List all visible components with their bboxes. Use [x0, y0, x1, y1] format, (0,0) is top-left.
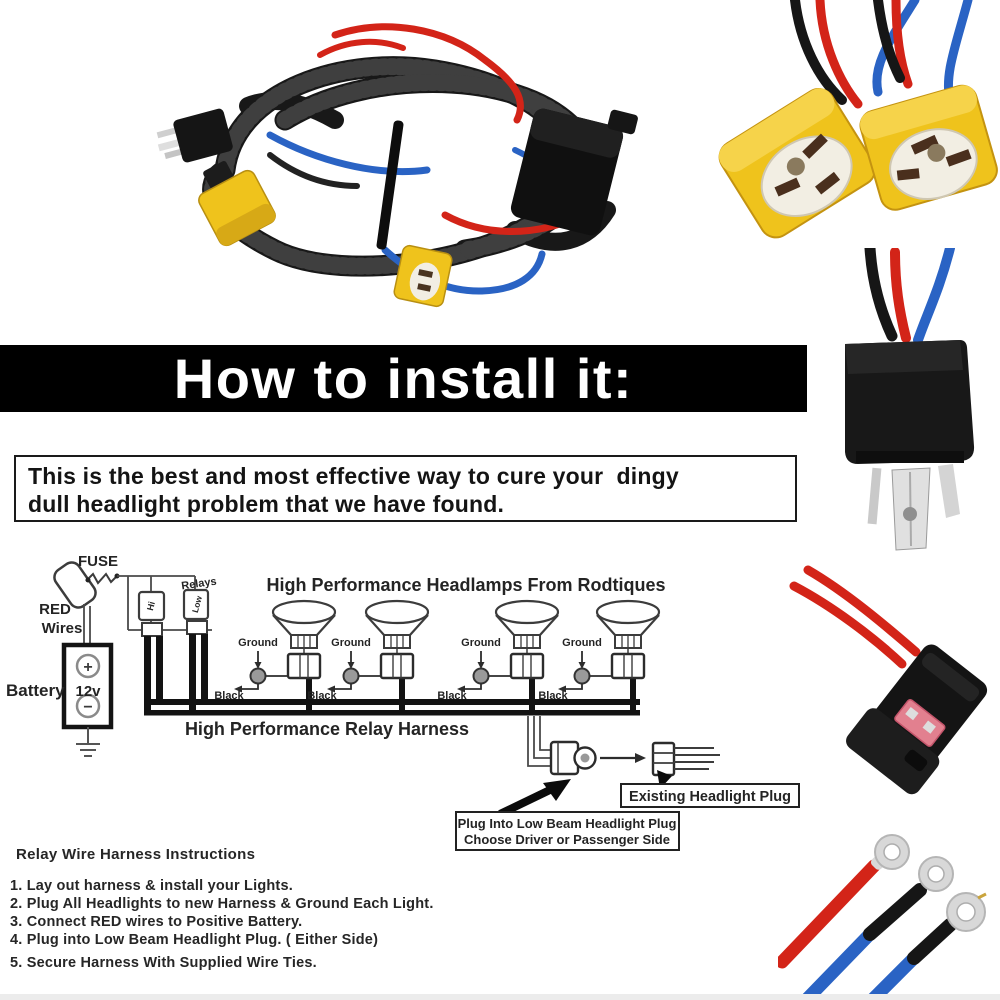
- arrow-to-low-beam-plug: [498, 779, 571, 818]
- ceramic-sockets-photo: [718, 0, 998, 239]
- plug-connection-arrow: [600, 753, 646, 763]
- red-label: RED: [39, 601, 71, 618]
- ground-3: [456, 650, 512, 694]
- headlamp-1: [271, 599, 337, 680]
- headlamps-title: High Performance Headlamps From Rodtique…: [266, 575, 665, 595]
- instructions-title: Relay Wire Harness Instructions: [16, 846, 256, 863]
- ring-terminal-3: [946, 892, 987, 932]
- ground-label-4: Ground: [562, 637, 602, 649]
- h4-plug-photo: [845, 248, 975, 551]
- intro-line-1: This is the best and most effective way …: [28, 463, 679, 489]
- battery-voltage: 12v: [75, 683, 101, 700]
- yellow-socket-bottom: [393, 244, 453, 308]
- ring-terminal-2: [918, 856, 954, 892]
- yellow-socket-left: [198, 161, 276, 247]
- black-label-3: Black: [437, 690, 467, 702]
- headlamp-4: [595, 599, 661, 680]
- ground-1: [233, 650, 289, 694]
- page-bottom-edge: [0, 994, 1000, 1000]
- black-label-2: Black: [307, 690, 337, 702]
- intro-line-2: dull headlight problem that we have foun…: [28, 491, 505, 517]
- existing-plug: [651, 741, 720, 777]
- terminal-wires: [778, 859, 957, 1000]
- ground-label-1: Ground: [238, 637, 278, 649]
- relay-hi-label: Hi: [145, 600, 157, 611]
- black-label-1: Black: [214, 690, 244, 702]
- black-label-4: Black: [538, 690, 568, 702]
- thick-harness-wires: [144, 634, 640, 716]
- relay-harness-title: High Performance Relay Harness: [185, 719, 469, 739]
- relay-hi: [137, 590, 166, 637]
- wires-label: Wires: [42, 620, 83, 637]
- low-beam-plug: [549, 740, 597, 776]
- banner-title: How to install it:: [173, 347, 634, 410]
- low-beam-note-box: [455, 811, 680, 851]
- ceramic-socket-left: [718, 88, 877, 239]
- fuse-holder-body: [846, 644, 988, 795]
- instructions-block: Relay Wire Harness Instructions 1. Lay o…: [10, 846, 610, 972]
- low-beam-drop-wires: [527, 716, 551, 767]
- existing-plug-label: Existing Headlight Plug: [629, 789, 791, 805]
- instruction-item: 3. Connect RED wires to Positive Battery…: [10, 914, 303, 930]
- banner: How to install it:: [0, 345, 807, 412]
- plug-prongs: [867, 464, 960, 551]
- instruction-item: 1. Lay out harness & install your Lights…: [10, 878, 293, 894]
- wiring-diagram: FUSE RED Wires + − Battery 12v Relays Hi: [6, 553, 800, 851]
- intro-box: This is the best and most effective way …: [14, 455, 797, 522]
- plug-wires: [864, 248, 955, 345]
- relay-low-label: Low: [190, 594, 204, 613]
- socket-wires: [790, 0, 973, 109]
- ground-4: [557, 650, 613, 694]
- headlamp-3: [494, 599, 560, 680]
- low-beam-note-line1: Plug Into Low Beam Headlight Plug: [458, 816, 677, 831]
- fuse-holder-photo: [789, 565, 988, 795]
- battery-minus: −: [83, 699, 92, 716]
- battery-plus: +: [83, 659, 92, 676]
- relay-block: [510, 108, 638, 236]
- fuse-label: FUSE: [78, 553, 118, 570]
- low-beam-note-line2: Choose Driver or Passenger Side: [464, 832, 670, 847]
- relay-low: [182, 588, 210, 635]
- ring-terminals-photo: [778, 834, 987, 1000]
- harness-kit-photo: [156, 23, 638, 308]
- ceramic-socket-right: [859, 84, 998, 211]
- instruction-item: 4. Plug into Low Beam Headlight Plug. ( …: [10, 932, 379, 948]
- ground-2: [326, 650, 382, 694]
- existing-plug-label-box: [620, 783, 800, 808]
- battery-symbol: [61, 642, 114, 757]
- fuse-wires: [789, 565, 921, 669]
- headlamp-2: [364, 599, 430, 680]
- h4-plug-in-harness: [156, 108, 233, 163]
- fuse-symbol: [53, 561, 120, 609]
- ground-label-2: Ground: [331, 637, 371, 649]
- instruction-item: 2. Plug All Headlights to new Harness & …: [10, 896, 434, 912]
- ring-terminal-1: [870, 834, 910, 870]
- cable-tie: [376, 120, 404, 250]
- ground-label-3: Ground: [461, 637, 501, 649]
- relays-label: Relays: [181, 576, 218, 593]
- battery-label: Battery: [6, 681, 65, 700]
- plug-body: [845, 340, 975, 464]
- instruction-item: 5. Secure Harness With Supplied Wire Tie…: [10, 955, 317, 971]
